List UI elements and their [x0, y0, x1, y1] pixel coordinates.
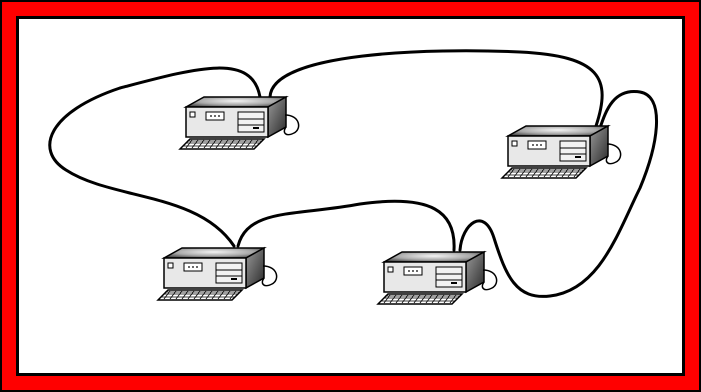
desktop-computer-icon — [377, 251, 498, 305]
diagram-canvas — [16, 16, 685, 376]
cable-pc4-pc2 — [458, 90, 658, 298]
desktop-computer-icon — [179, 96, 300, 150]
cable-pc1-pc3 — [48, 66, 262, 248]
desktop-computer-icon — [501, 125, 622, 179]
desktop-computer-icon — [157, 247, 278, 301]
network-cables — [48, 49, 658, 298]
cable-pc1-pc2 — [268, 49, 604, 128]
cable-pc3-pc4 — [236, 199, 456, 252]
